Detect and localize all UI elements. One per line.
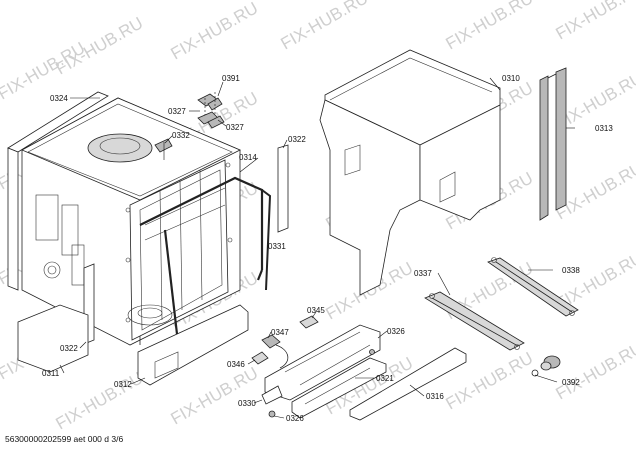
watermark: FIX-HUB.RU [168,363,262,428]
part-0331-seal-strip [261,189,272,291]
part-0322-strip-upper [277,144,289,233]
part-0321-tray [291,357,387,419]
label-0391: 0391 [222,74,240,83]
label-0322-upper: 0322 [288,135,306,144]
label-0314: 0314 [239,153,257,162]
part-0337-rail [424,291,525,351]
label-0321: 0321 [376,374,394,383]
part-0311-base-panel [17,304,89,373]
part-0327-bracket [197,111,225,129]
watermark: FIX-HUB.RU [553,338,636,403]
label-0312: 0312 [114,380,132,389]
part-0316-base-rail [349,347,467,421]
part-0326-base-tray [264,324,381,401]
part-0345-float-switch [299,315,319,329]
leader-lines [59,77,575,419]
label-0311: 0311 [42,369,60,378]
watermark: FIX-HUB.RU [168,0,262,63]
label-0324: 0324 [50,94,68,103]
label-0313: 0313 [595,124,613,133]
label-0322-lower: 0322 [60,344,78,353]
label-0326-upper: 0326 [387,327,405,336]
tub-body [21,97,241,346]
part-0330-bracket [261,385,283,405]
watermark: FIX-HUB.RU [443,0,537,53]
part-0338-rail [487,257,579,317]
label-0310: 0310 [502,74,520,83]
label-0346: 0346 [227,360,245,369]
label-0326-lower: 0326 [286,414,304,423]
watermark: FIX-HUB.RU [553,0,636,43]
label-0331: 0331 [268,242,286,251]
label-0338: 0338 [562,266,580,275]
label-0332: 0332 [172,131,190,140]
label-0337: 0337 [414,269,432,278]
watermark: FIX-HUB.RU [278,0,372,53]
label-0330: 0330 [238,399,256,408]
part-0313-door-trims [539,67,567,221]
document-footer: 56300000202599 aet 000 d 3/6 [5,434,124,444]
part-0324-side-panel [7,91,109,291]
part-0346-connector [251,351,269,365]
part-0392-roller [531,355,561,377]
part-0391-bracket [197,92,223,125]
label-0316: 0316 [426,392,444,401]
label-0327-upper: 0327 [168,107,186,116]
label-0392: 0392 [562,378,580,387]
label-0345: 0345 [307,306,325,315]
watermark: FIX-HUB.RU [53,368,147,433]
part-0332-clip [154,138,173,160]
part-labels: 0324 0391 0327 0327 0332 0322 0314 0310 … [42,74,613,423]
part-0310-insulation-cover [319,49,501,296]
part-0347-switch [261,334,289,369]
part-0312-front-panel [137,304,249,386]
label-0327-lower: 0327 [226,123,244,132]
part-0326b-screw [268,349,375,418]
label-0347: 0347 [271,328,289,337]
